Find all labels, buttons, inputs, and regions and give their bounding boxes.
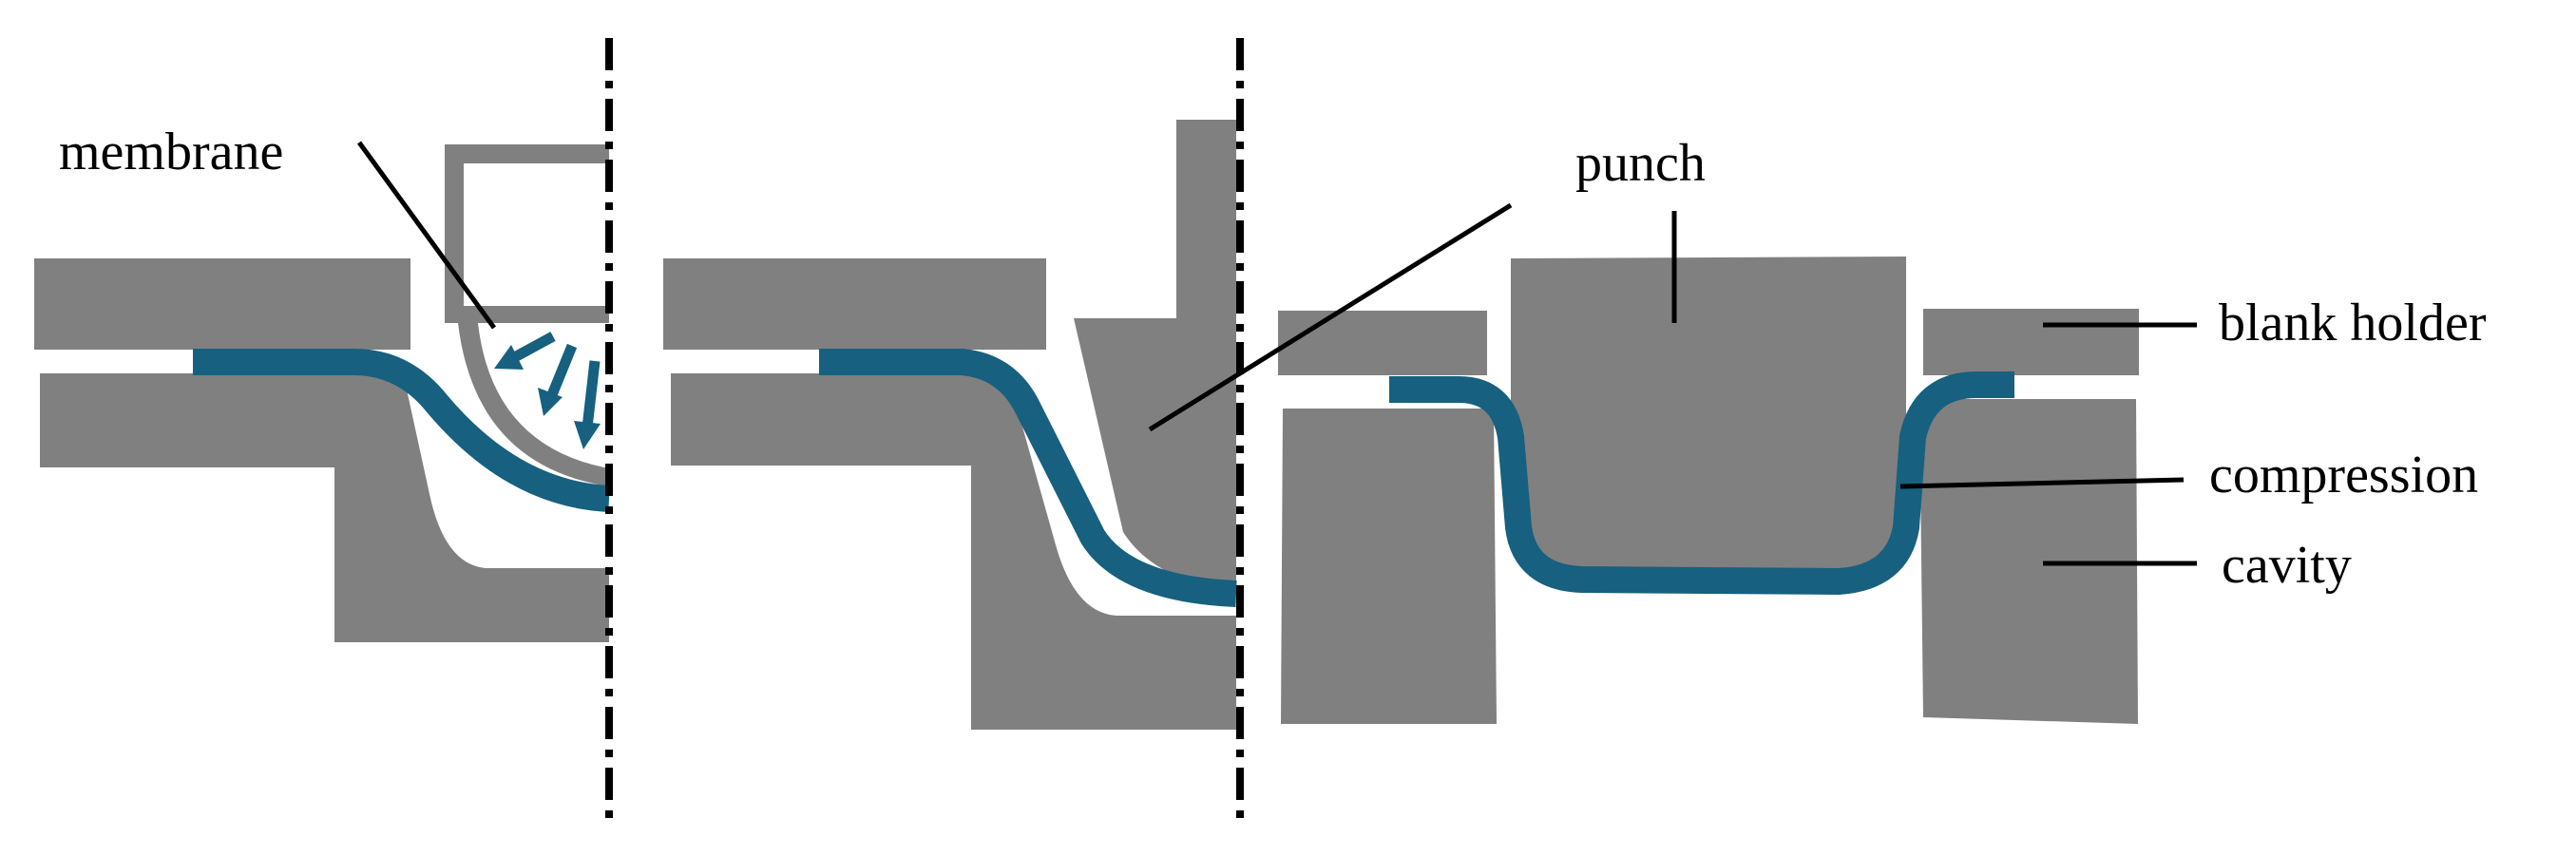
- blank-sheet-1: [193, 349, 610, 512]
- lower-die-2: [671, 373, 1236, 730]
- leader-compression: [1899, 477, 2185, 489]
- membrane: [458, 323, 609, 486]
- blank-holder-left: [1278, 311, 1487, 375]
- panel-membrane-forming: [34, 144, 610, 642]
- leader-membrane: [356, 141, 497, 330]
- lower-die-1: [40, 373, 609, 642]
- label-cavity: cavity: [2222, 536, 2352, 595]
- panel-compression-forming: [1278, 257, 2139, 724]
- label-membrane: membrane: [59, 123, 283, 181]
- upper-blank-holder-2: [663, 258, 1046, 350]
- label-punch: punch: [1575, 134, 1706, 193]
- panel-punch-forming: [663, 120, 1237, 730]
- label-compression: compression: [2209, 446, 2478, 504]
- label-blank-holder: blank holder: [2219, 294, 2487, 352]
- punch-2: [1074, 120, 1236, 591]
- leader-punch: [1148, 202, 1513, 432]
- pressure-arrows: [494, 332, 601, 449]
- leader-lines: [356, 141, 2197, 566]
- blank-sheet-3: [1389, 371, 2014, 595]
- cavity-left: [1281, 409, 1497, 724]
- blank-holder-right: [1923, 309, 2139, 375]
- punch-3: [1511, 257, 1906, 578]
- blank-sheet-2: [819, 349, 1237, 607]
- upper-blank-holder-1: [34, 258, 410, 350]
- membrane-housing: [445, 144, 609, 323]
